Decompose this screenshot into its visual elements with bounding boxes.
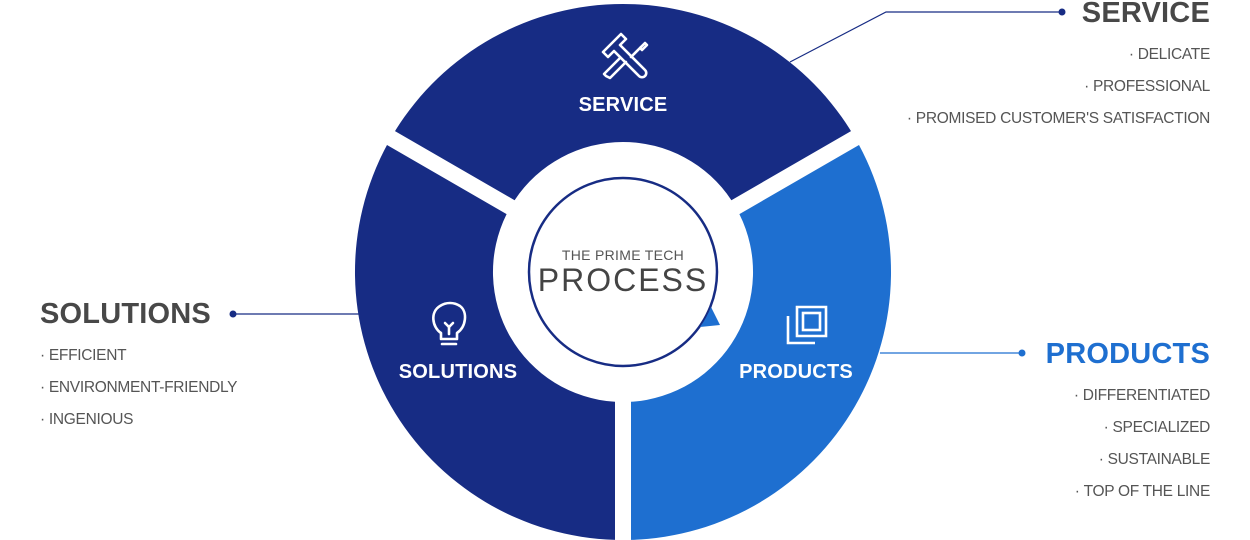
list-item: ·EFFICIENT <box>40 347 127 364</box>
list-item: ·DELICATE <box>1128 46 1210 63</box>
list-item: ·TOP OF THE LINE <box>1074 483 1211 500</box>
solutions-segment[interactable] <box>354 145 615 540</box>
list-item: ·SPECIALIZED <box>1103 419 1211 436</box>
center-circle <box>527 176 719 368</box>
center-subtitle: THE PRIME TECH <box>561 247 685 263</box>
products-segment[interactable] <box>631 145 892 540</box>
service-callout-title: SERVICE <box>1081 0 1210 29</box>
solutions-callout-list: ·EFFICIENT ·ENVIRONMENT-FRIENDLY ·INGENI… <box>40 340 238 436</box>
list-item: ·PROFESSIONAL <box>1084 78 1210 95</box>
products-callout-list: ·DIFFERENTIATED ·SPECIALIZED ·SUSTAINABL… <box>1046 380 1210 508</box>
list-item: ·DIFFERENTIATED <box>1073 387 1210 404</box>
service-connector-dot <box>1058 8 1066 16</box>
solutions-segment-label: SOLUTIONS <box>398 361 518 383</box>
list-item: ·INGENIOUS <box>40 411 134 428</box>
center-circle-accent <box>700 307 720 327</box>
stacked-squares-icon <box>786 305 828 345</box>
solutions-connector-dot <box>229 310 237 318</box>
service-callout: SERVICE ·DELICATE ·PROFESSIONAL ·PROMISE… <box>907 0 1210 135</box>
products-callout: PRODUCTS ·DIFFERENTIATED ·SPECIALIZED ·S… <box>1045 338 1211 508</box>
service-callout-list: ·DELICATE ·PROFESSIONAL ·PROMISED CUSTOM… <box>907 39 1210 135</box>
products-callout-title: PRODUCTS <box>1045 338 1210 370</box>
solutions-callout: SOLUTIONS ·EFFICIENT ·ENVIRONMENT-FRIEND… <box>40 298 238 436</box>
list-item: ·PROMISED CUSTOMER'S SATISFACTION <box>906 110 1210 127</box>
products-segment-label: PRODUCTS <box>739 361 853 383</box>
service-segment[interactable] <box>395 3 851 201</box>
list-item: ·ENVIRONMENT-FRIENDLY <box>40 379 238 396</box>
service-segment-label: SERVICE <box>578 94 668 116</box>
list-item: ·SUSTAINABLE <box>1098 451 1211 468</box>
service-connector-line <box>789 11 1062 63</box>
center-title: PROCESS <box>537 262 709 298</box>
products-connector-dot <box>1018 349 1026 357</box>
lightbulb-icon <box>432 301 467 346</box>
wrench-screwdriver-icon <box>601 32 649 80</box>
solutions-callout-title: SOLUTIONS <box>40 298 211 330</box>
